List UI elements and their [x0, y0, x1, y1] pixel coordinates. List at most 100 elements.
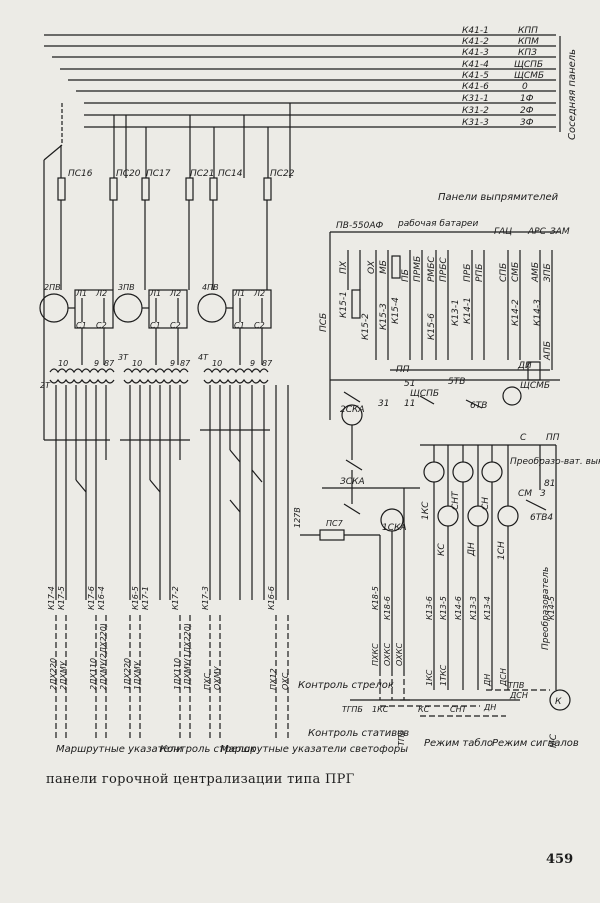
rectifier-panel: [300, 231, 560, 670]
converter-labels: Преобразо-ват. выкл. С ПП СМ 81 3 6ТВ4 К…: [510, 433, 600, 748]
rectifier-group: ЗАМ: [550, 227, 570, 237]
rectifier-relay: ЩСПБ: [410, 389, 439, 399]
rectifier-wire: ОХ: [367, 260, 377, 274]
fuse-label: ПС20: [116, 169, 141, 179]
bus-label: К41-3: [462, 48, 489, 58]
section-label: Контроль стативов: [308, 728, 409, 739]
bus-label: К41-5: [462, 71, 489, 81]
rectifier-relay: К15-1: [339, 291, 349, 318]
fuse-label: ПС22: [270, 169, 295, 179]
rectifier-relay: ЗСКА: [340, 477, 365, 487]
rectifier-wire: ПХ: [339, 260, 349, 274]
transformer-label: 4Т: [198, 353, 209, 362]
bottom-label: 2ДХМУ(2ДХ220): [99, 623, 108, 690]
bottom-label: 1ДХМУ(1ДХ220): [183, 623, 192, 690]
switch-label: СНТ: [450, 705, 468, 714]
rectifier-relay: 11: [404, 399, 415, 409]
fuse-label: ПС14: [218, 169, 243, 179]
pointer-contact: С2: [170, 321, 181, 330]
bottom-label: ОХС: [281, 672, 290, 690]
terminal-label: К14-6: [454, 596, 463, 620]
lamp-grid: [420, 444, 571, 711]
rectifier-relay: К14-3: [533, 299, 543, 326]
transformer-tap: 9: [94, 359, 99, 368]
switch-label: ТГПБ: [342, 705, 363, 714]
switch-label: 1КС: [372, 705, 389, 714]
bottom-label: 1ДХ220: [123, 658, 132, 690]
bottom-label: 1ТКС: [439, 664, 448, 686]
rectifier-wire: ЗПБ: [543, 263, 553, 282]
bus-label: К31-1: [462, 94, 489, 104]
bus-group-label: Соседняя панель: [567, 49, 578, 140]
pointer-contact: Л2: [169, 289, 181, 298]
bus-signal: 0: [522, 82, 528, 92]
rectifier-wire: РПБ: [475, 264, 485, 282]
lamp-label: 1КС: [421, 501, 431, 520]
lamp-label: СН: [481, 497, 491, 510]
pointer-name: 4ПВ: [202, 283, 219, 292]
rectifier-relay: К13-1: [451, 299, 461, 326]
bottom-labels: 2ДХ220 2ДХМУ 2ДХ110 2ДХМУ(2ДХ220) 1ДХ220…: [49, 623, 508, 690]
bus-label: К41-2: [462, 37, 489, 47]
switch-label: ТПБ: [397, 729, 406, 746]
fuse-label: ПС21: [190, 169, 215, 179]
figure-caption: панели горочной централизации типа ПРГ: [46, 772, 355, 787]
section-label: Маршрутные указатели светофоры: [220, 744, 408, 755]
rectifier-relay: 2СКА: [340, 405, 365, 415]
terminal-label: К14-5: [547, 596, 556, 620]
bus-signal: 2Ф: [520, 106, 534, 116]
converter-label: Преобразователь: [541, 567, 551, 650]
converter-switch: Преобразо-ват. выкл.: [510, 457, 600, 467]
rectifier-relay: К14-1: [463, 297, 473, 324]
switch-label: ДСН: [509, 691, 528, 700]
pointer-contact: Л1: [233, 289, 245, 298]
secondary-circuits: [44, 385, 289, 600]
section-label: Контроль стрелок: [160, 744, 256, 755]
fuses: [43, 145, 272, 440]
rectifier-wire: МБ: [379, 260, 389, 274]
rectifier-wire: АМБ: [531, 262, 541, 283]
rectifier-relay: ЩСМБ: [520, 381, 550, 391]
pointer-contact: С2: [254, 321, 265, 330]
transformer-tap: 87: [180, 359, 191, 368]
rectifier-relay: К15-3: [379, 303, 389, 330]
rectifier-relay: К15-6: [427, 313, 437, 340]
terminal-label: К16-6: [267, 586, 276, 610]
transformer-label: 2Т: [40, 381, 51, 390]
bus-signal: КПМ: [518, 37, 539, 47]
pointer-contact: С1: [150, 321, 161, 330]
rectifier-group: рабочая батареи: [397, 219, 478, 229]
pointer-contact: С2: [96, 321, 107, 330]
rectifier-wire: СМБ: [511, 262, 521, 282]
pointer-contact: Л1: [149, 289, 161, 298]
terminal-label: К13-4: [483, 596, 492, 620]
switch-label: ДН: [483, 703, 496, 712]
bottom-label: 1КС: [425, 669, 434, 686]
rectifier-wire: ПРМБ: [413, 256, 423, 282]
rectifier-relay: 6ТВ: [470, 401, 487, 411]
lamp-labels: 1КС КС СНТ ДН СН 1СН: [421, 490, 507, 560]
terminal-label: К17-3: [201, 586, 210, 610]
rectifier-group: ПВ-550АФ: [336, 221, 384, 231]
bottom-label: ПХКС: [371, 643, 380, 666]
transformer-tap: 10: [58, 359, 68, 368]
transformer-tap: 9: [170, 359, 175, 368]
terminal-label: К13-5: [439, 596, 448, 620]
converter-motor: К: [555, 697, 562, 707]
rectifier-relay: К14-2: [511, 299, 521, 326]
bus-label: К31-2: [462, 106, 489, 116]
terminal-label: К17-1: [141, 586, 150, 610]
bottom-label: ДСН: [499, 668, 508, 687]
rectifier-wire: ПБ: [401, 269, 411, 282]
lamp-label: КС: [437, 543, 447, 556]
converter-relay: СМ: [518, 489, 532, 499]
rectifier-relay: ПП: [396, 365, 410, 375]
rectifier-relay: 31: [378, 399, 389, 409]
converter-relay: 81: [544, 479, 555, 489]
bottom-label: ПХ12: [269, 668, 278, 690]
section-labels: Маршрутные указатели Контроль стрелок Ма…: [56, 680, 579, 755]
terminal-label: К13-3: [469, 596, 478, 620]
fuse-label: ПС16: [68, 169, 93, 179]
converter-relay: 6ТВ4: [530, 513, 553, 523]
